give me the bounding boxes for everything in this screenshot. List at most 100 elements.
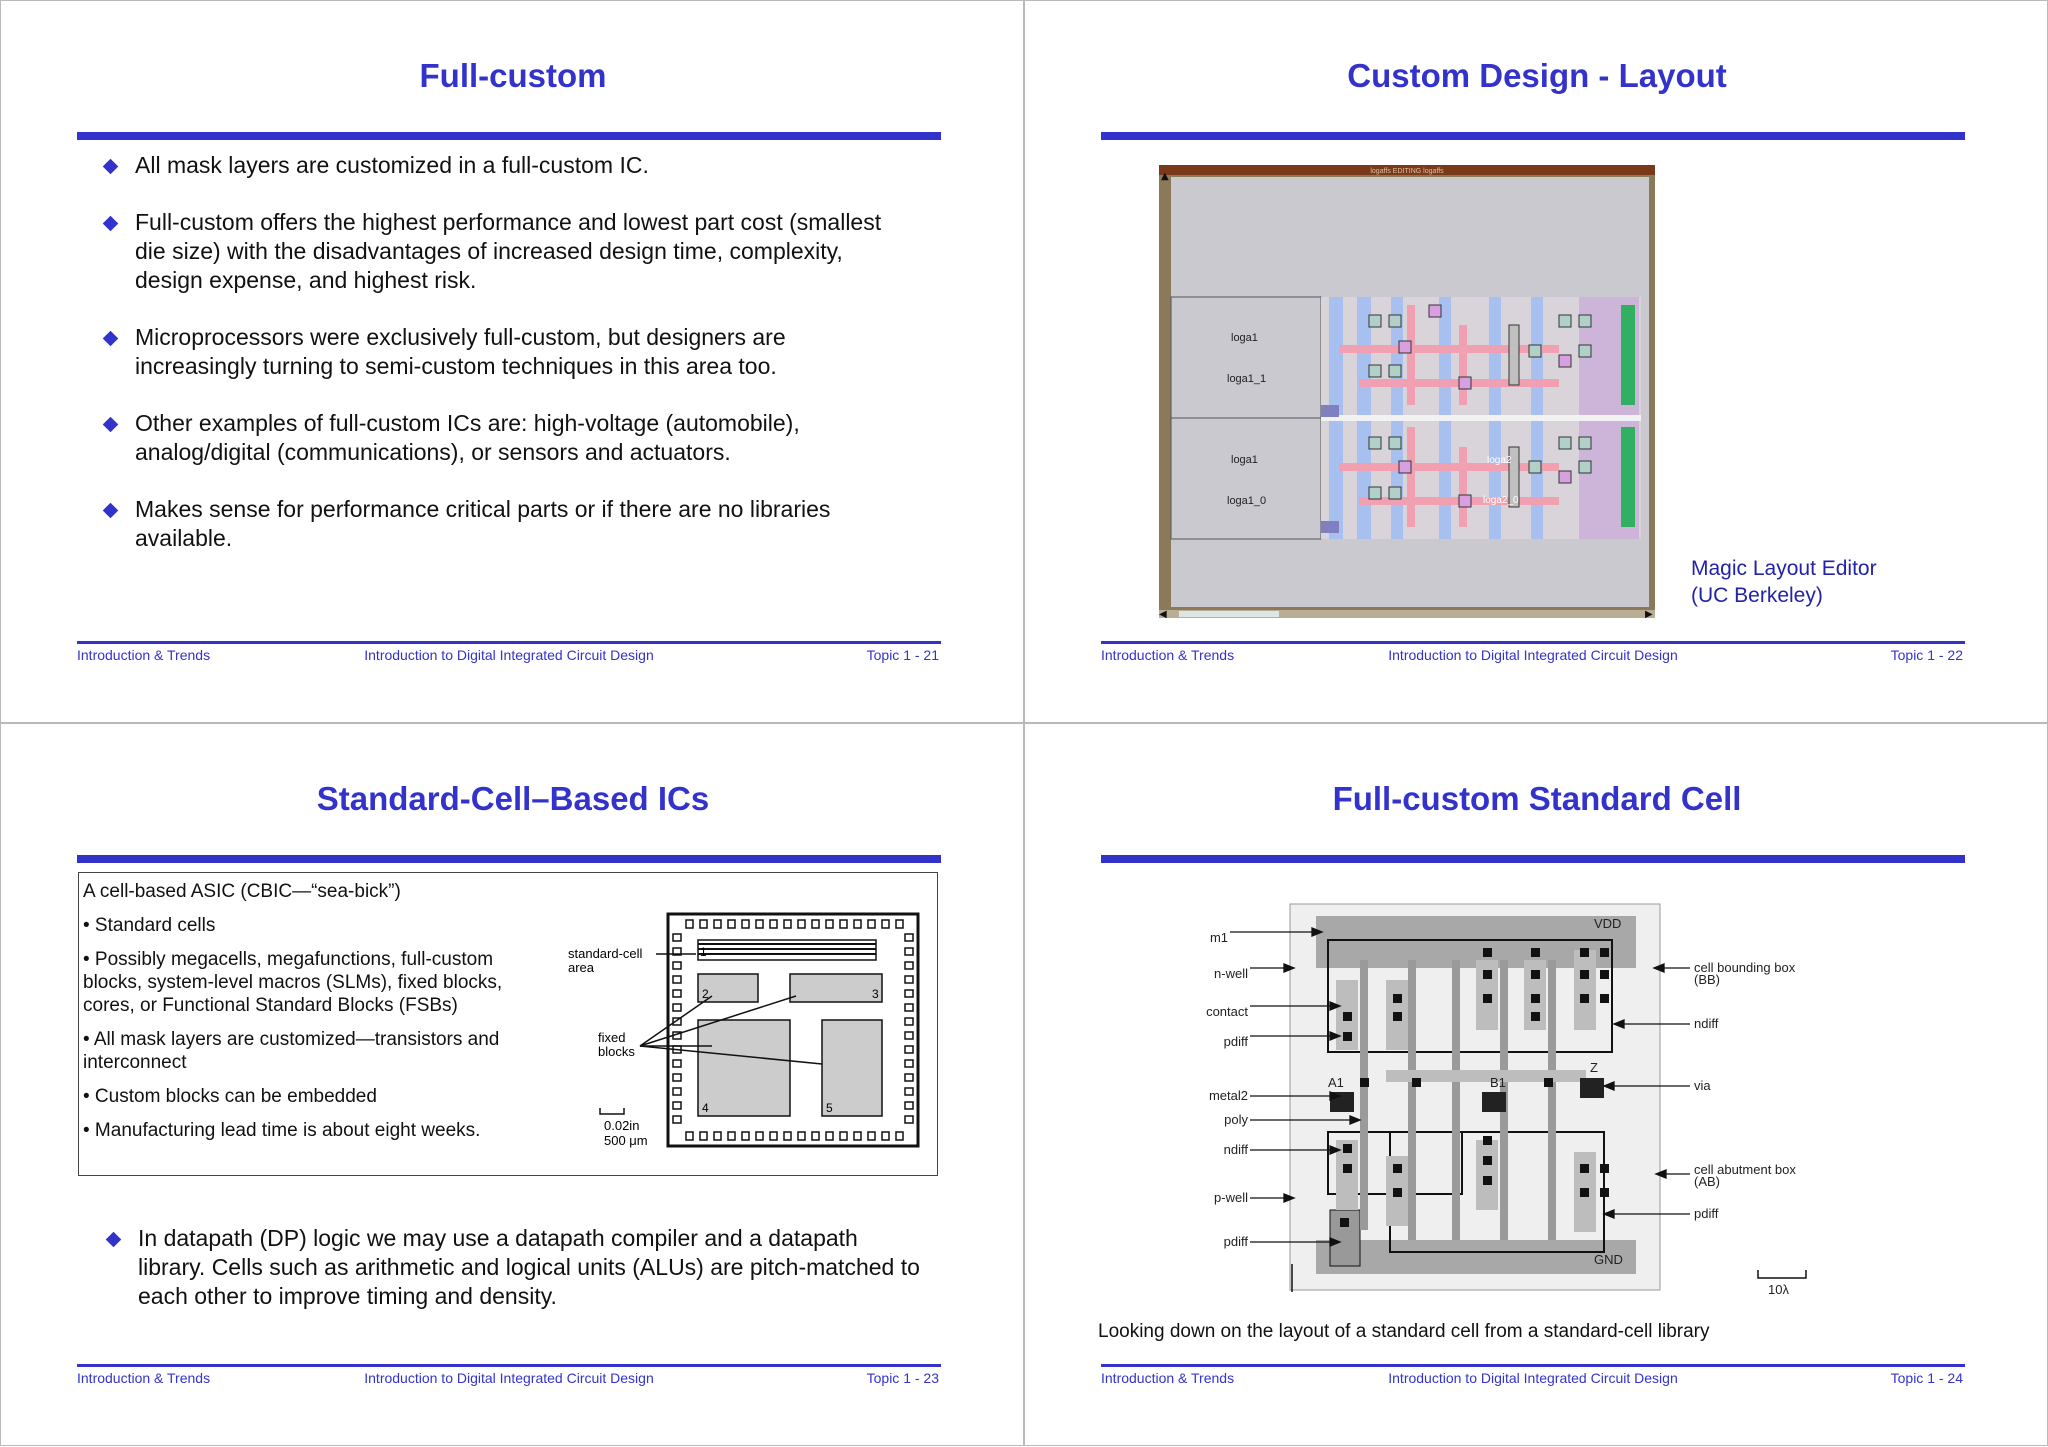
svg-text:cell bounding box: cell bounding box <box>1694 960 1796 975</box>
slide-title: Full-custom <box>419 57 607 94</box>
cbic-line: A cell-based ASIC (CBIC—“sea-bick”) <box>83 881 401 902</box>
datapath-bullet: In datapath (DP) logic we may use a data… <box>105 1224 926 1311</box>
cell-label: loga2 <box>1487 455 1512 466</box>
slide-22: Custom Design - Layout logaffs EDITING l… <box>1024 0 2048 723</box>
diamond-bullet-icon <box>102 158 119 175</box>
subcell-box-bottom <box>1170 417 1322 540</box>
via-z <box>1580 1078 1604 1098</box>
svg-text:cell abutment box: cell abutment box <box>1694 1162 1796 1177</box>
footer-rule <box>77 641 941 644</box>
svg-text:ndiff: ndiff <box>1224 1142 1249 1157</box>
metal1-paths <box>1336 950 1596 1232</box>
cbic-box <box>78 872 938 1176</box>
svg-text:5: 5 <box>826 1101 833 1115</box>
svg-text:3: 3 <box>872 987 879 1001</box>
footer-center: Introduction to Digital Integrated Circu… <box>364 647 654 663</box>
svg-text:(AB): (AB) <box>1694 1174 1720 1189</box>
z-label: Z <box>1590 1060 1598 1075</box>
footer-topic: Topic 1 - 24 <box>1890 1370 1963 1386</box>
bullet-item: Microprocessors were exclusively full-cu… <box>102 323 893 381</box>
diamond-bullet-icon <box>102 502 119 519</box>
svg-text:ndiff: ndiff <box>1694 1016 1719 1031</box>
cbic-line: • Manufacturing lead time is about eight… <box>83 1120 481 1141</box>
b1-label: B1 <box>1490 1075 1506 1090</box>
block-4 <box>697 1019 791 1117</box>
slide-21: Full-custom All mask layers are customiz… <box>0 0 1024 723</box>
magic-layout-window: logaffs EDITING logaffs loga1 loga1_1 lo… <box>1159 165 1655 618</box>
svg-text:4: 4 <box>702 1101 709 1115</box>
svg-text:pdiff: pdiff <box>1224 1034 1249 1049</box>
footer-topic: Topic 1 - 21 <box>866 647 939 663</box>
title-rule <box>77 132 941 140</box>
scale-bar <box>1757 1270 1807 1279</box>
cell-label: loga1 <box>1231 332 1258 344</box>
figure-caption: Looking down on the layout of a standard… <box>1098 1321 1710 1342</box>
footer-topic: Topic 1 - 23 <box>866 1370 939 1386</box>
fixed-block-arrows <box>639 995 823 1065</box>
footer-center: Introduction to Digital Integrated Circu… <box>1388 1370 1678 1386</box>
cell-label: loga2_0 <box>1483 495 1519 506</box>
footer-rule <box>1101 641 1965 644</box>
footer-rule <box>1101 1364 1965 1367</box>
cbic-line: • All mask layers are customized—transis… <box>83 1029 500 1073</box>
block-5 <box>821 1019 883 1117</box>
bullet-item: Makes sense for performance critical par… <box>102 495 893 553</box>
title-rule <box>1101 132 1965 140</box>
gnd-rail <box>1316 1240 1636 1274</box>
svg-text:1: 1 <box>700 945 707 959</box>
slide-title: Standard-Cell–Based ICs <box>316 780 710 817</box>
svg-text:0.02in: 0.02in <box>604 1118 639 1133</box>
block-3 <box>789 973 883 1003</box>
svg-text:poly: poly <box>1224 1112 1248 1127</box>
footer-left: Introduction & Trends <box>77 647 211 663</box>
scrollbar-thumb[interactable] <box>1179 611 1279 617</box>
block-2 <box>697 973 759 1003</box>
subcell-box-top <box>1170 296 1322 419</box>
footer-left: Introduction & Trends <box>77 1370 211 1386</box>
cbic-line: • Custom blocks can be embedded <box>83 1086 377 1107</box>
caption: Magic Layout Editor (UC Berkeley) <box>1691 557 1877 607</box>
vdd-label: VDD <box>1594 916 1621 931</box>
svg-text:via: via <box>1694 1078 1711 1093</box>
diamond-bullet-icon <box>102 215 119 232</box>
cbic-text: A cell-based ASIC (CBIC—“sea-bick”) • St… <box>83 880 553 1153</box>
scroll-right-icon[interactable]: ▶ <box>1645 609 1653 618</box>
svg-text:2: 2 <box>702 987 709 1001</box>
standard-cell-layout-diagram: VDD GND A1 B1 Z m1 n-well contact pdiff … <box>1206 903 1807 1297</box>
bullet-item: Other examples of full-custom ICs are: h… <box>102 409 893 467</box>
scroll-left-icon[interactable]: ◀ <box>1159 609 1167 618</box>
svg-text:pdiff: pdiff <box>1224 1234 1249 1249</box>
svg-text:p-well: p-well <box>1214 1190 1248 1205</box>
svg-text:contact: contact <box>1206 1004 1248 1019</box>
cell-label: loga1 <box>1231 454 1258 466</box>
footer-center: Introduction to Digital Integrated Circu… <box>364 1370 654 1386</box>
bullet-list: All mask layers are customized in a full… <box>102 151 893 581</box>
left-arrows <box>1230 927 1362 1247</box>
layout-geometry: loga2 loga2_0 <box>1321 297 1641 539</box>
window-title: logaffs EDITING logaffs <box>1370 168 1444 175</box>
cell-label: loga1_1 <box>1227 373 1266 385</box>
cbic-line: • Possibly megacells, megafunctions, ful… <box>83 949 503 1016</box>
bullet-item: All mask layers are customized in a full… <box>102 151 893 180</box>
gnd-label: GND <box>1594 1252 1623 1267</box>
bullet-item: Full-custom offers the highest performan… <box>102 208 893 295</box>
scroll-up-icon[interactable]: ▲ <box>1161 171 1169 182</box>
ndiff-box-top <box>1327 939 1613 1053</box>
footer-topic: Topic 1 - 22 <box>1890 647 1963 663</box>
window-titlebar <box>1159 165 1655 175</box>
slide-title: Custom Design - Layout <box>1347 57 1727 94</box>
cbic-line: • Standard cells <box>83 915 216 936</box>
footer-center: Introduction to Digital Integrated Circu… <box>1388 647 1678 663</box>
diamond-bullet-icon <box>102 416 119 433</box>
svg-text:m1: m1 <box>1210 930 1228 945</box>
svg-text:(BB): (BB) <box>1694 972 1720 987</box>
svg-text:n-well: n-well <box>1214 966 1248 981</box>
horizontal-scrollbar[interactable] <box>1159 610 1655 618</box>
a1-label: A1 <box>1328 1075 1344 1090</box>
footer-left: Introduction & Trends <box>1101 647 1235 663</box>
title-rule <box>1101 855 1965 863</box>
svg-text:metal2: metal2 <box>1209 1088 1248 1103</box>
